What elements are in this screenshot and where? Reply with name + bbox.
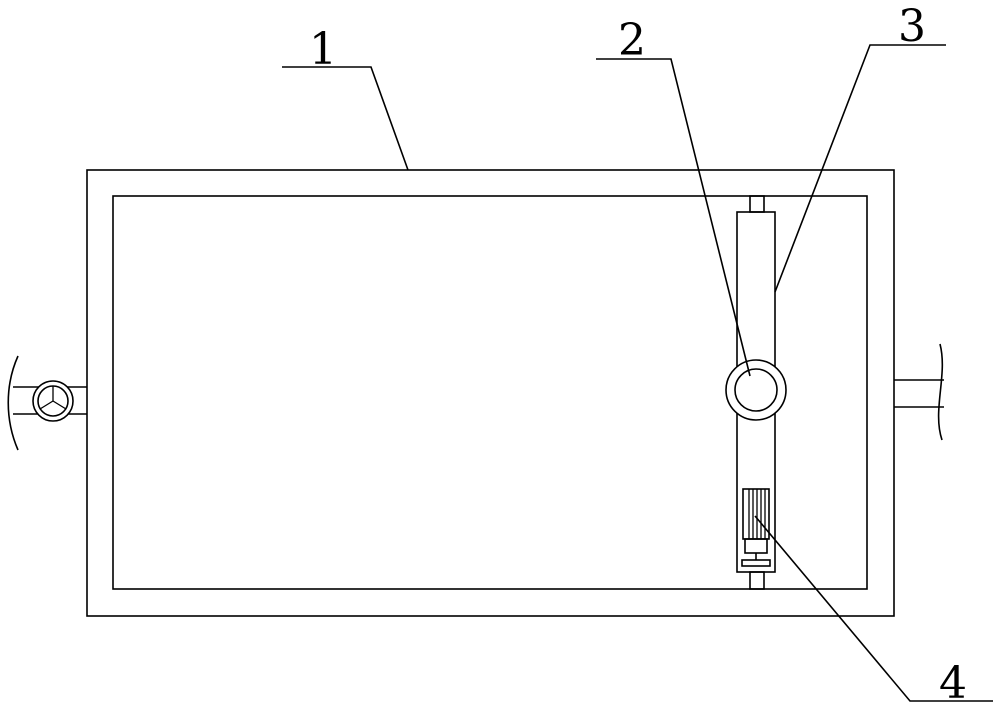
motor-unit [741, 488, 771, 567]
ring-component [725, 359, 787, 421]
label-1: 1 [309, 24, 337, 75]
left-pipe-assembly [7, 355, 87, 451]
fan-icon [32, 380, 74, 422]
leader-lines [282, 44, 993, 702]
label-2: 2 [618, 15, 646, 66]
label-3: 3 [898, 1, 926, 52]
label-4: 4 [939, 658, 967, 709]
outer-frame [86, 169, 895, 617]
right-pipe-assembly [894, 343, 944, 441]
inner-panel [112, 195, 868, 590]
